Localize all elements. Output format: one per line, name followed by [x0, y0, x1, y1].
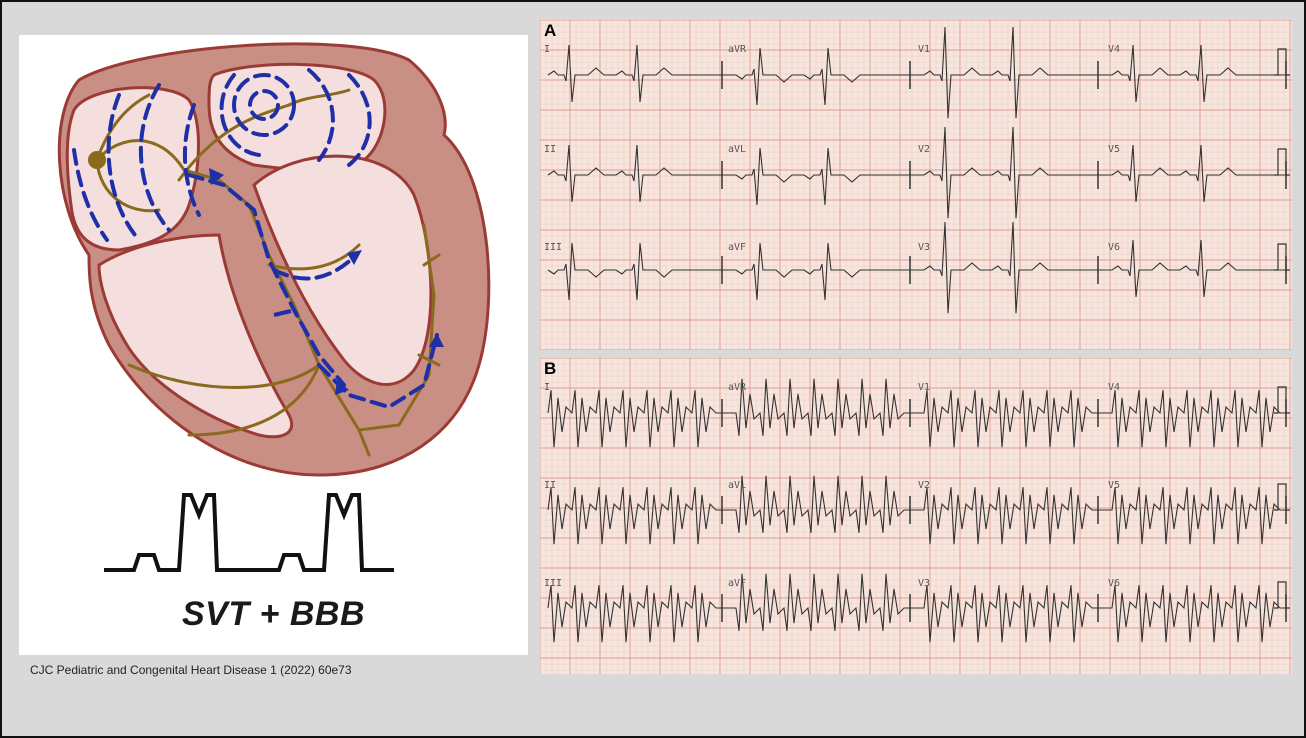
lead-label: V4 — [1108, 44, 1120, 55]
sa-node — [88, 151, 106, 169]
heart-diagram — [19, 35, 528, 655]
lead-label: V5 — [1108, 144, 1120, 155]
lead-label: III — [544, 242, 562, 253]
ecg-strip-b — [540, 358, 1292, 674]
panel-letter-a: A — [544, 21, 556, 41]
lead-label: I — [544, 44, 550, 55]
lead-label: V3 — [918, 578, 930, 589]
lead-label: V2 — [918, 144, 930, 155]
lead-label: aVL — [728, 480, 746, 491]
svt-bbb-caption: SVT + BBB — [19, 595, 528, 634]
citation-text: CJC Pediatric and Congenital Heart Disea… — [30, 663, 352, 677]
ecg-grid — [540, 20, 1292, 350]
lead-label: V1 — [918, 44, 930, 55]
ecg-panel-b: B I aVR V1 V4 II aVL V2 V5 III aVF V3 V6 — [540, 358, 1292, 674]
ecg-panel-a: A I aVR V1 V4 II aVL V2 V5 III aVF V3 V6 — [540, 20, 1292, 350]
lead-label: V5 — [1108, 480, 1120, 491]
lead-label: aVR — [728, 44, 746, 55]
lead-label: III — [544, 578, 562, 589]
lead-label: V2 — [918, 480, 930, 491]
lead-label: V4 — [1108, 382, 1120, 393]
lead-label: aVR — [728, 382, 746, 393]
lead-label: II — [544, 480, 556, 491]
lead-label: aVF — [728, 578, 746, 589]
lead-label: II — [544, 144, 556, 155]
heart-conduction-illustration: SVT + BBB — [19, 35, 528, 655]
lead-label: V6 — [1108, 242, 1120, 253]
ecg-strip-a — [540, 20, 1292, 350]
lead-label: V3 — [918, 242, 930, 253]
panel-letter-b: B — [544, 359, 556, 379]
bbb-ecg-schematic — [104, 495, 394, 570]
lead-label: V6 — [1108, 578, 1120, 589]
lead-label: V1 — [918, 382, 930, 393]
lead-label: aVF — [728, 242, 746, 253]
lead-label: I — [544, 382, 550, 393]
lead-label: aVL — [728, 144, 746, 155]
